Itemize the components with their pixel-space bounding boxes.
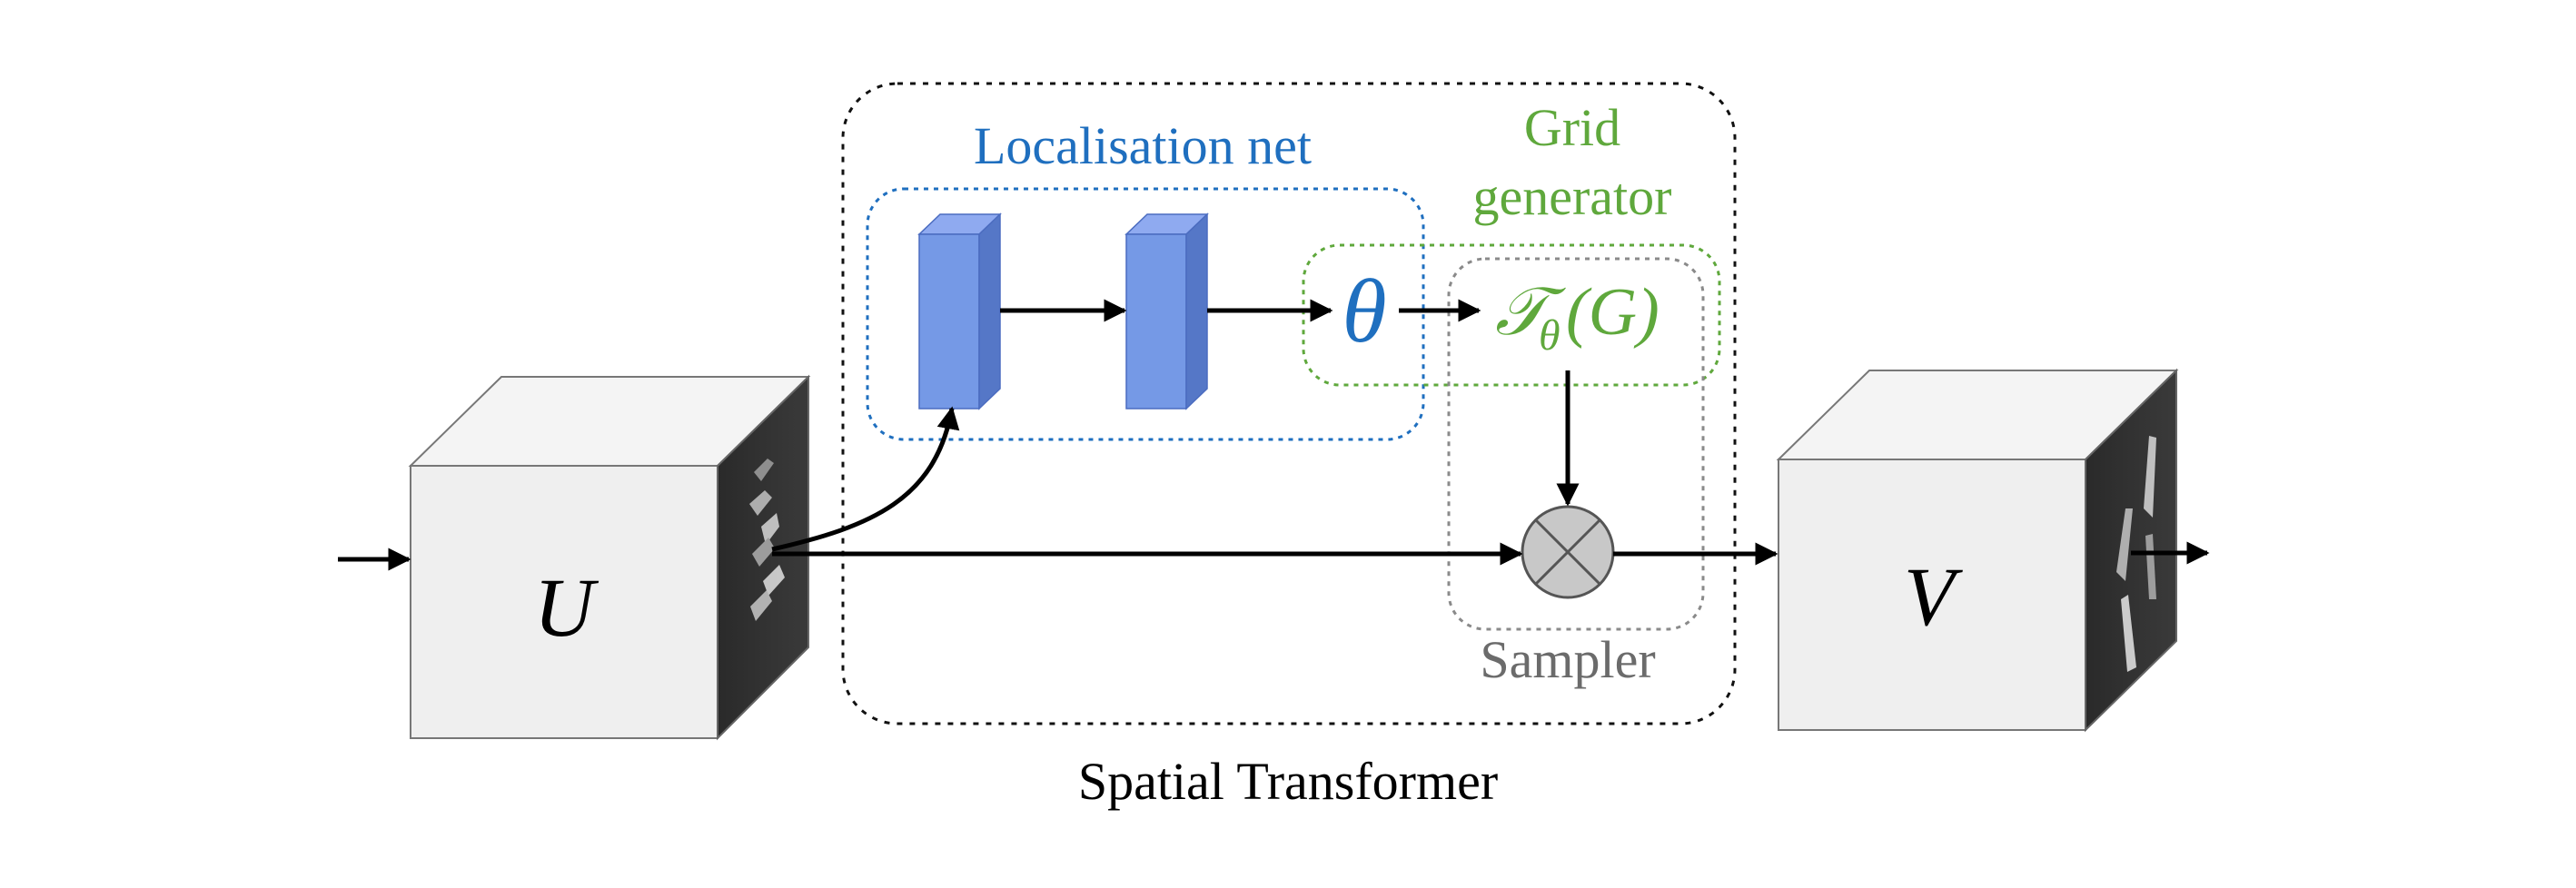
localisation-net-box bbox=[866, 187, 1425, 441]
grid-generator-label-line1: Grid bbox=[1524, 98, 1620, 157]
arrow-u-to-localisation bbox=[771, 406, 960, 552]
transform-subscript: θ bbox=[1539, 311, 1560, 360]
spatial-transformer-box bbox=[841, 82, 1737, 725]
transform-expression: 𝒯 θ (G) bbox=[1495, 275, 1660, 360]
sampler-box bbox=[1447, 257, 1705, 631]
localisation-layer-1 bbox=[917, 212, 1002, 410]
spatial-transformer-label: Spatial Transformer bbox=[1078, 752, 1498, 811]
output-cube-front bbox=[1778, 459, 2086, 731]
localisation-net-label: Localisation net bbox=[974, 116, 1312, 175]
output-symbol: V bbox=[1904, 550, 1964, 643]
localisation-layer-2 bbox=[1125, 212, 1209, 410]
output-digit-texture bbox=[2116, 436, 2156, 672]
grid-generator-label-line2: generator bbox=[1473, 167, 1672, 226]
sampler-operator bbox=[1521, 505, 1615, 599]
input-symbol: U bbox=[534, 561, 599, 654]
transform-argument: (G) bbox=[1566, 275, 1660, 350]
sampler-label: Sampler bbox=[1480, 630, 1655, 689]
input-cube bbox=[408, 374, 811, 741]
theta-symbol: θ bbox=[1342, 261, 1386, 361]
output-cube bbox=[1776, 368, 2179, 733]
input-digit-texture bbox=[749, 459, 785, 621]
grid-generator-box bbox=[1302, 243, 1721, 387]
input-cube-front bbox=[410, 465, 718, 739]
